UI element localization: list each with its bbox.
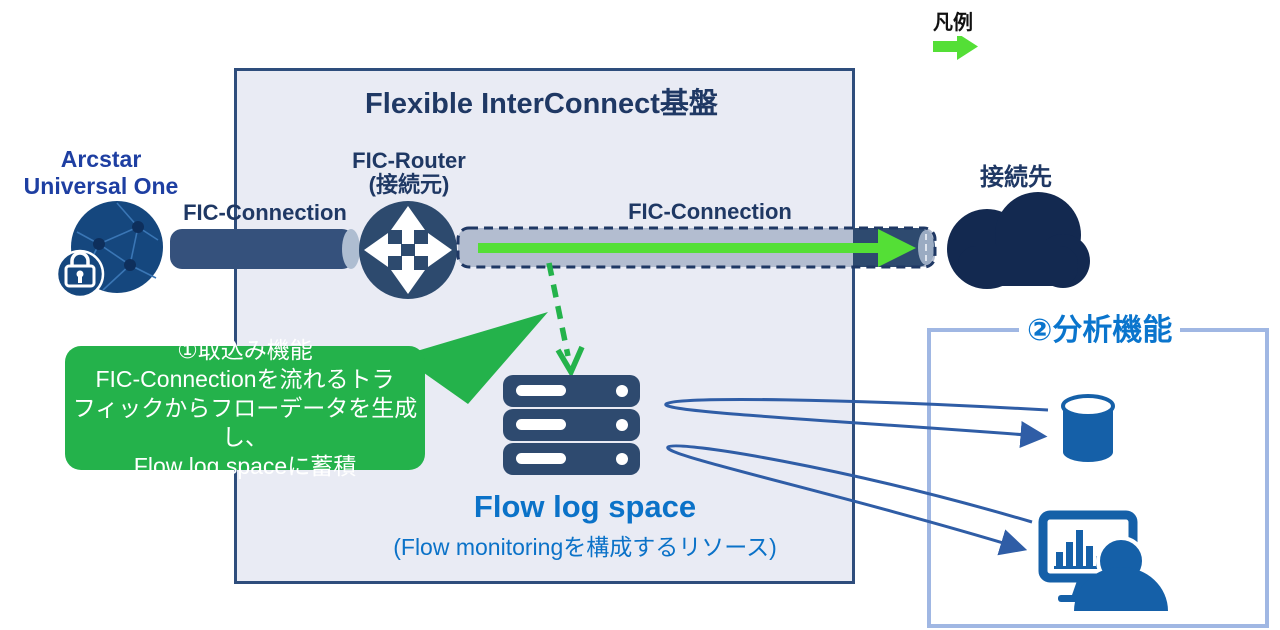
fic-connection1-label: FIC-Connection [183, 200, 347, 225]
platform-title: Flexible InterConnect基盤 [365, 88, 718, 120]
flow-log-space-title: Flow log space [473, 489, 697, 524]
callout-line4: Flow log spaceに蓄積 [133, 452, 357, 479]
fic-connection1-pipe [170, 229, 360, 269]
monitor-user-icon [1038, 510, 1168, 611]
callout-line1: ①取込み機能 [177, 336, 313, 363]
flow-log-space-subtitle: (Flow monitoringを構成するリソース) [393, 534, 777, 560]
callout-tail [400, 312, 548, 404]
database-icon [1061, 394, 1115, 462]
callout-line3: フィックからフローデータを生成し、 [72, 394, 418, 450]
callout-line2: FIC-Connectionを流れるトラ [95, 365, 395, 392]
fic-router-label-line2: (接続元) [368, 172, 450, 197]
lock-icon [55, 249, 105, 299]
fic-router-label: FIC-Router (接続元) [325, 149, 493, 197]
ingest-callout: ①取込み機能 FIC-Connectionを流れるトラ フィックからフローデータ… [65, 337, 425, 479]
cloud-icon [947, 192, 1090, 289]
legend-arrow-icon [933, 33, 978, 60]
source-label-line2: Universal One [23, 173, 179, 199]
source-label-line1: Arcstar [60, 146, 142, 172]
analysis-box-title: ②分析機能 [1019, 305, 1181, 349]
server-icon [503, 375, 640, 475]
ingest-dashed-arrow-icon [546, 262, 585, 379]
source-label: Arcstar Universal One [2, 146, 200, 200]
destination-label: 接続先 [980, 164, 1052, 191]
router-icon [359, 201, 457, 299]
platform-box [234, 68, 855, 584]
fic-connection2-label: FIC-Connection [628, 199, 792, 224]
analysis-link-arrow-top [664, 397, 1049, 448]
traffic-arrow-icon [478, 229, 916, 267]
legend-label: 凡例 [926, 5, 980, 36]
analysis-link-arrow-bottom [666, 444, 1033, 556]
fic-router-label-line1: FIC-Router [352, 148, 466, 173]
